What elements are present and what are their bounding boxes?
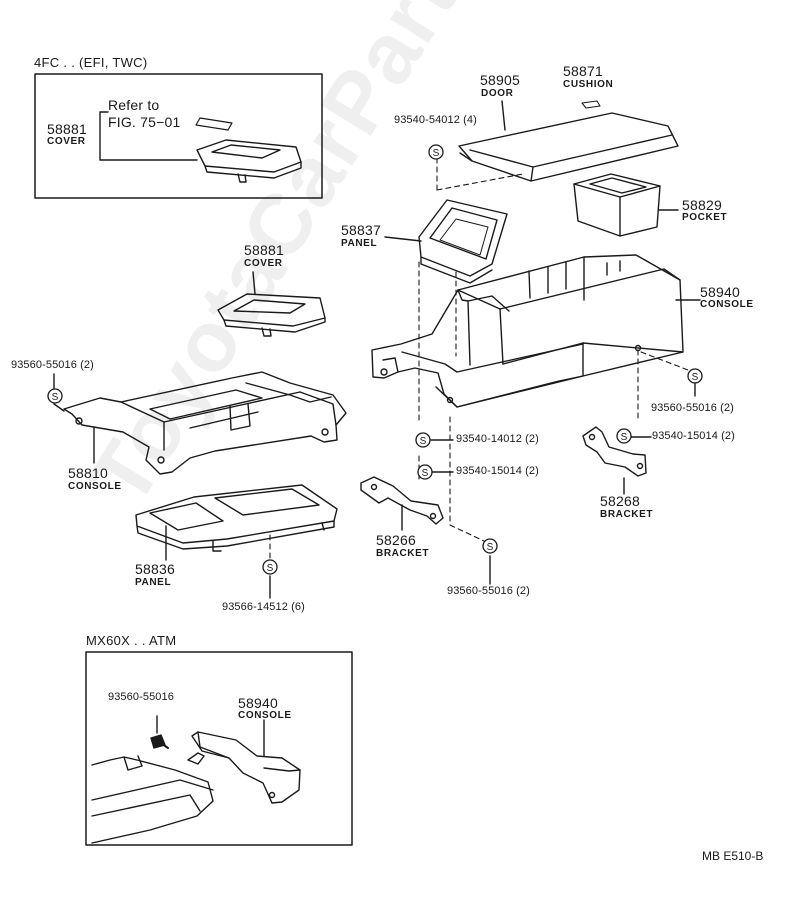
left-bracket-part [360, 476, 444, 525]
left-bracket-name: BRACKET [376, 548, 430, 559]
inset-part-name: COVER [47, 136, 86, 147]
screw-icon [417, 464, 433, 480]
main-console-part [371, 254, 684, 408]
bolt-label: 93560-55016 (2) [651, 402, 734, 414]
cushion-name: CUSHION [563, 79, 614, 90]
pocket-number: 58829 [682, 197, 722, 213]
door-number: 58905 [480, 72, 520, 88]
inset-bottom-console [91, 752, 214, 844]
screw-icon [47, 388, 63, 404]
lower-panel-number: 58836 [135, 561, 175, 577]
screw-icon [415, 432, 431, 448]
left-bracket-number: 58266 [376, 532, 416, 548]
bolt-label: 93540-54012 (4) [394, 114, 477, 126]
pocket-name: POCKET [682, 212, 728, 223]
inset-bottom-frame [85, 651, 353, 846]
upper-panel-number: 58837 [341, 222, 381, 238]
front-console-number: 58810 [68, 465, 108, 481]
inset-bottom-bolt-label: 93560-55016 [108, 691, 174, 703]
inset-top-header: 4FC . . (EFI, TWC) [34, 55, 148, 70]
right-bracket-part [582, 426, 647, 477]
inset-bottom-part-name: CONSOLE [238, 710, 292, 721]
bolt-label: 93566-14512 (6) [222, 601, 305, 613]
inset-part-number: 58881 [47, 121, 87, 137]
inset-cover-part [195, 117, 302, 183]
inset-bottom-part [191, 731, 301, 804]
inset-leader [99, 111, 198, 161]
screw-icon [428, 144, 444, 160]
main-console-name: CONSOLE [700, 299, 754, 310]
lower-panel-part [135, 484, 338, 552]
cushion-part [581, 100, 601, 109]
bolt-label: 93540-15014 (2) [456, 465, 539, 477]
pocket-part [573, 173, 661, 237]
cover-part [217, 293, 326, 337]
right-bracket-number: 58268 [600, 493, 640, 509]
screw-icon [687, 368, 703, 384]
screw-icon [482, 538, 498, 554]
right-bracket-name: BRACKET [600, 509, 654, 520]
upper-panel-part [418, 199, 508, 284]
inset-refer-line2: FIG. 75−01 [108, 114, 181, 130]
front-console-part [63, 371, 347, 475]
cover-name: COVER [244, 258, 283, 269]
inset-top-frame [34, 73, 323, 199]
bolt-label: 93560-55016 (2) [11, 359, 94, 371]
diagram-code: MB E510-B [702, 849, 764, 863]
inset-bottom-bolt [150, 734, 169, 749]
cushion-number: 58871 [563, 63, 603, 79]
main-console-number: 58940 [700, 284, 740, 300]
screw-icon [262, 559, 278, 575]
inset-refer-line1: Refer to [108, 97, 160, 113]
inset-bottom-header: MX60X . . ATM [86, 633, 177, 648]
door-name: DOOR [481, 88, 514, 99]
bolt-label: 93540-14012 (2) [456, 433, 539, 445]
cover-number: 58881 [244, 242, 284, 258]
lower-panel-name: PANEL [135, 577, 172, 588]
bolt-label: 93560-55016 (2) [447, 585, 530, 597]
inset-bottom-part-number: 58940 [238, 695, 278, 711]
front-console-name: CONSOLE [68, 481, 122, 492]
screw-icon [616, 428, 632, 444]
upper-panel-name: PANEL [341, 238, 378, 249]
bolt-label: 93540-15014 (2) [652, 430, 735, 442]
door-part [458, 112, 679, 182]
